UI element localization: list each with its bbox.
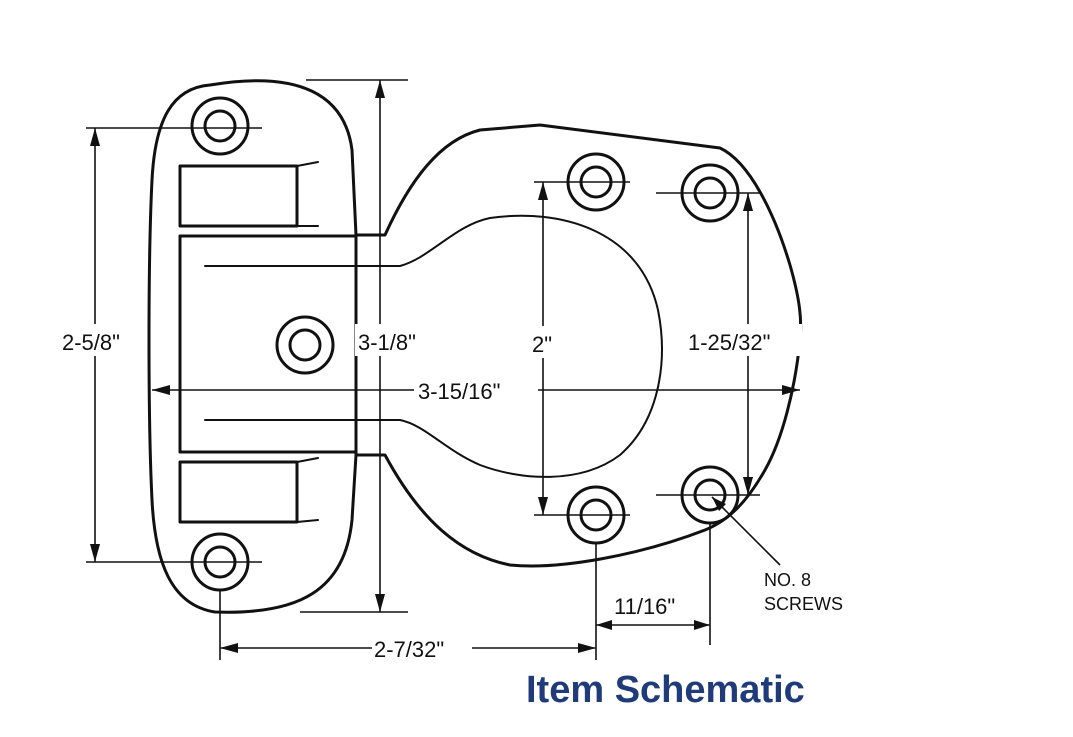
- screws-note-line2: SCREWS: [764, 594, 843, 614]
- dimension-hole-spacing-vertical: 2": [528, 181, 630, 516]
- dimension-overall-width: 3-15/16": [152, 374, 800, 406]
- dim-label-hole-spacing-vertical: 2": [532, 332, 552, 357]
- inner-dome-outline: [204, 214, 663, 478]
- left-plate-outline: [147, 79, 358, 614]
- dim-label-right-hole-spacing: 1-25/32": [688, 330, 770, 355]
- dimension-right-hole-spacing: 1-25/32": [656, 192, 802, 496]
- dimension-left-height: 2-5/8": [62, 127, 262, 563]
- knuckle-top-lip: [296, 161, 319, 227]
- dimension-bottom-hole-distance: 2-7/32": [219, 543, 597, 664]
- knuckle-bottom: [178, 460, 299, 524]
- knuckle-top: [178, 164, 299, 228]
- knuckle-bottom-lip: [296, 457, 319, 523]
- screws-note-line1: NO. 8: [764, 570, 811, 590]
- dim-label-bottom-hole-distance: 2-7/32": [374, 637, 444, 662]
- dim-label-hole-offset: 11/16": [614, 594, 675, 619]
- dimension-hole-offset: 11/16": [596, 523, 711, 645]
- dim-label-left-height: 2-5/8": [62, 330, 120, 355]
- dimension-center-height: 3-1/8": [300, 79, 441, 613]
- screw-hole-left-top: [190, 96, 250, 156]
- screw-hole-left-center: [275, 315, 335, 375]
- screws-callout: NO. 8 SCREWS: [711, 496, 843, 614]
- caption-title: Item Schematic: [526, 669, 805, 711]
- dim-label-center-height: 3-1/8": [358, 330, 416, 355]
- leaf-panel: [178, 234, 358, 454]
- dim-label-overall-width: 3-15/16": [418, 379, 500, 404]
- right-plate-outline: [354, 123, 803, 568]
